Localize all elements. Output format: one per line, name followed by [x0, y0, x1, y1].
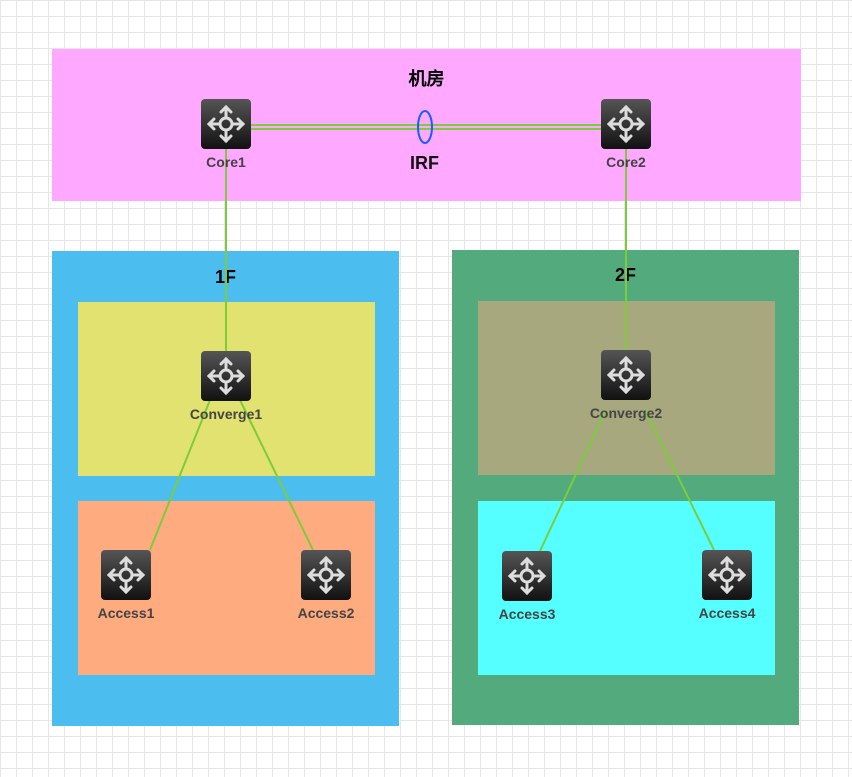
link-converge1-access1 — [149, 399, 211, 551]
device-access3[interactable]: Access3 — [472, 551, 582, 622]
device-converge1[interactable]: Converge1 — [171, 351, 281, 422]
device-label: Access4 — [698, 605, 756, 621]
device-core1[interactable]: Core1 — [171, 99, 281, 170]
device-label: Converge1 — [189, 406, 263, 422]
link-converge1-access2 — [239, 399, 314, 551]
router-icon — [601, 350, 651, 400]
device-access4[interactable]: Access4 — [672, 550, 782, 621]
router-icon — [301, 550, 351, 600]
router-icon — [101, 550, 151, 600]
device-access1[interactable]: Access1 — [71, 550, 181, 621]
device-core2[interactable]: Core2 — [571, 99, 681, 170]
device-access2[interactable]: Access2 — [271, 550, 381, 621]
irf-ellipse — [417, 110, 433, 144]
irf-label: IRF — [410, 153, 439, 173]
router-icon — [201, 99, 251, 149]
router-icon — [201, 351, 251, 401]
device-label: Core1 — [206, 154, 246, 170]
router-icon — [502, 551, 552, 601]
device-converge2[interactable]: Converge2 — [571, 350, 681, 421]
zone-title: 机房 — [408, 69, 445, 89]
device-label: Converge2 — [589, 405, 663, 421]
device-label: Core2 — [606, 154, 646, 170]
router-icon — [702, 550, 752, 600]
router-icon — [601, 99, 651, 149]
device-label: Access2 — [297, 605, 355, 621]
link-converge2-access4 — [644, 409, 715, 551]
device-label: Access3 — [498, 606, 556, 622]
link-converge2-access3 — [539, 409, 607, 552]
device-label: Access1 — [97, 605, 155, 621]
